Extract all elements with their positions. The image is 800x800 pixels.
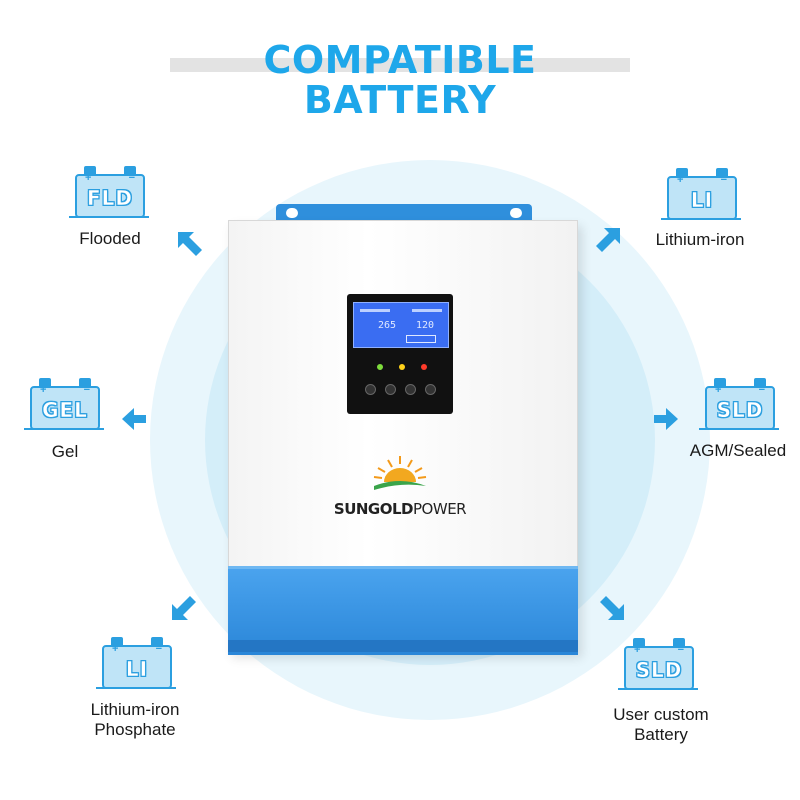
battery-badge-sld-custom: +− SLD [618,638,698,690]
battery-code: LI [690,188,714,213]
sun-logo-icon [370,452,430,492]
battery-code: LI [125,657,149,682]
battery-label-lithium-iron-phosphate: Lithium-iron Phosphate [90,700,180,739]
battery-icon [75,174,145,218]
arrow-right-icon [652,405,680,433]
battery-code: FLD [86,186,133,211]
battery-label-gel: Gel [51,442,79,461]
inverter-control-panel: 265 120 [347,294,453,414]
status-led-green [377,364,383,370]
battery-code: SLD [635,658,683,683]
panel-button-2[interactable] [385,384,396,395]
battery-badge-gel: +− GEL [24,378,104,430]
battery-badge-fld: +− FLD [69,166,149,218]
panel-button-3[interactable] [405,384,416,395]
title-banner: COMPATIBLE BATTERY [170,40,630,120]
inverter-base-shadow [228,640,578,652]
battery-label-agm-sealed: AGM/Sealed [689,441,787,460]
battery-icon [667,176,737,220]
page-title: COMPATIBLE BATTERY [263,38,537,122]
arrow-down-left-icon [170,594,198,622]
panel-button-1[interactable] [365,384,376,395]
battery-label-lithium-iron: Lithium-iron [655,230,745,249]
brand-logo-text: SUNGOLDPOWER [333,500,467,518]
arrow-up-left-icon [176,230,204,258]
battery-badge-li-phosphate: +− LI [96,637,176,689]
status-led-yellow [399,364,405,370]
lcd-screen: 265 120 [353,302,449,348]
lcd-reading-left: 265 [378,320,397,331]
inverter-mount-bracket [276,204,532,224]
lcd-reading-right: 120 [416,320,435,331]
arrow-left-icon [120,405,148,433]
status-led-red [421,364,427,370]
title-underline [170,58,630,72]
arrow-down-right-icon [598,594,626,622]
battery-icon [624,646,694,690]
battery-badge-li: +− LI [661,168,741,220]
battery-badge-sld: +− SLD [699,378,779,430]
battery-label-user-custom: User custom Battery [613,705,709,744]
battery-code: GEL [42,398,88,423]
battery-code: SLD [716,398,764,423]
panel-button-4[interactable] [425,384,436,395]
arrow-up-right-icon [594,226,622,254]
battery-label-flooded: Flooded [79,229,141,248]
